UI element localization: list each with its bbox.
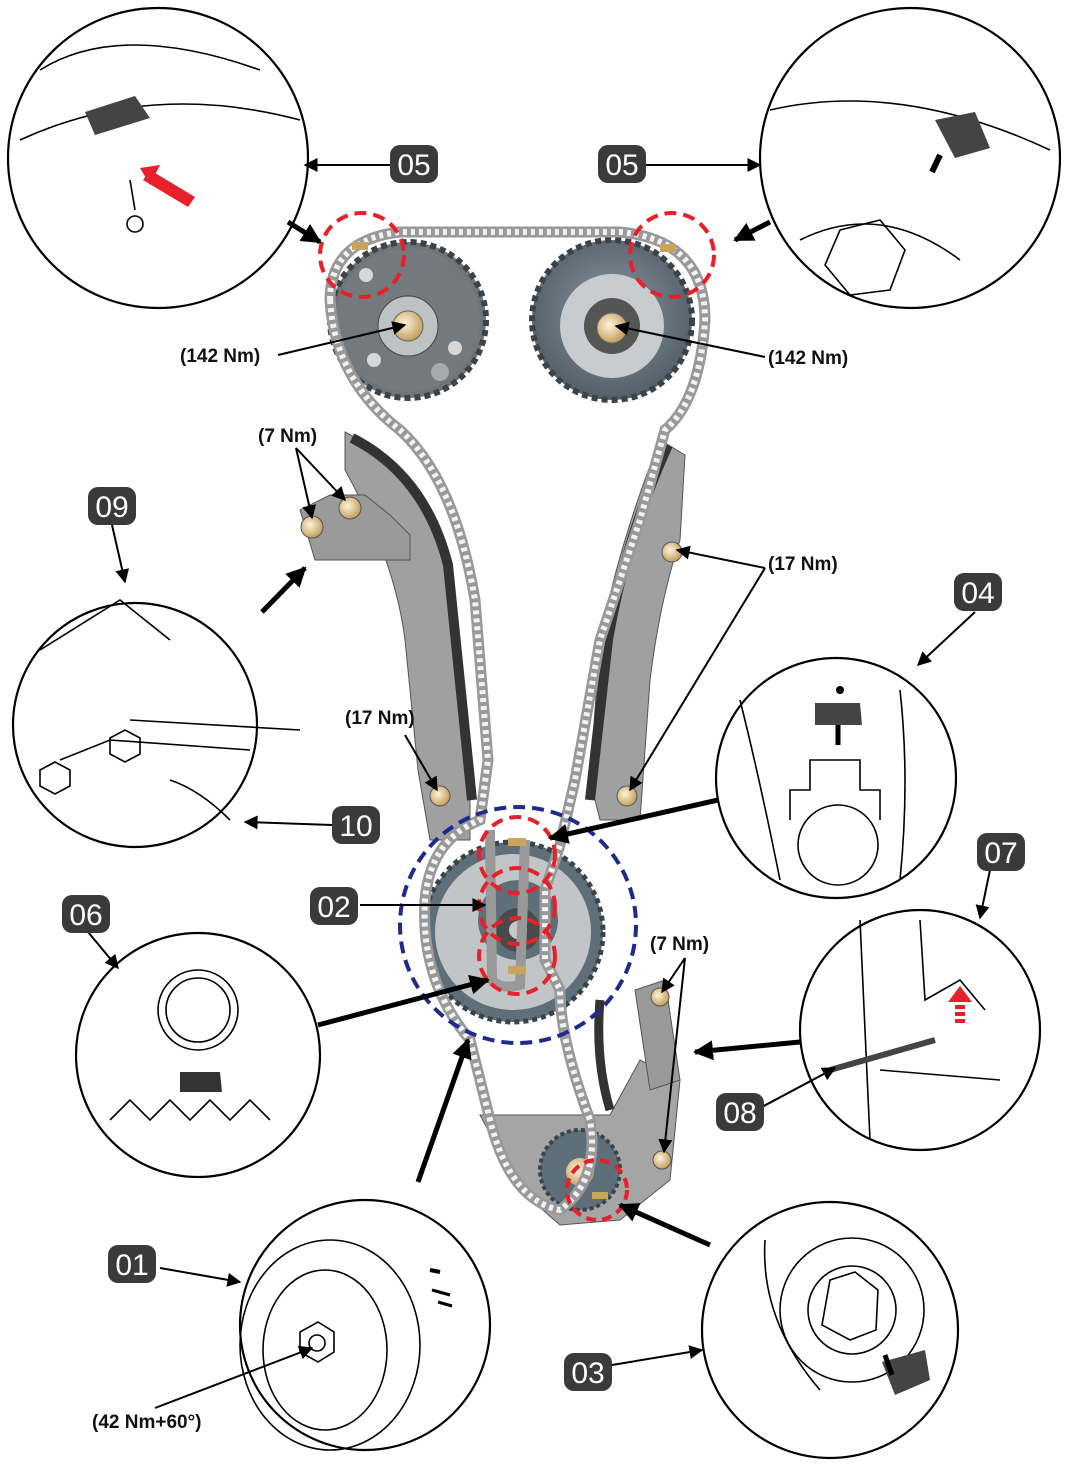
detail-05-intake: [6, 6, 310, 310]
svg-text:04: 04: [961, 577, 994, 610]
callout-badge-10: 10: [332, 806, 380, 844]
detail-09-tensioner: [11, 599, 301, 849]
torque-label-left-guide: (17 Nm): [345, 708, 415, 729]
torque-label-right-guide: (17 Nm): [768, 554, 838, 575]
detail-07-oil-tensioner: [798, 908, 1042, 1152]
right-guide-bolt: [616, 785, 638, 807]
callout-badge-08: 08: [716, 1093, 764, 1131]
callout-badge-07: 07: [977, 833, 1025, 871]
timing-mark-circle: [565, 1158, 629, 1222]
callout-badge-02: 02: [310, 887, 358, 925]
callout-badge-06: 06: [62, 895, 110, 933]
svg-text:10: 10: [339, 810, 372, 843]
callout-badge-05-right: 05: [598, 145, 646, 183]
svg-text:02: 02: [317, 891, 350, 924]
torque-label-exhaust-cam: (142 Nm): [768, 348, 848, 369]
svg-text:09: 09: [95, 491, 128, 524]
timing-mark-circle: [477, 916, 557, 996]
tensioner-bolt: [338, 496, 362, 520]
svg-text:03: 03: [571, 1357, 604, 1390]
timing-mark-circle: [318, 211, 406, 299]
detail-06-crank-bottom: [74, 931, 322, 1179]
crank-area-circle: [398, 805, 638, 1045]
main-assembly: [299, 211, 716, 1226]
timing-mark-circle: [477, 815, 557, 895]
torque-label-tensioner: (7 Nm): [258, 426, 317, 447]
torque-label-damper: (42 Nm+60°): [92, 1412, 202, 1433]
timing-mark-circle: [628, 211, 716, 299]
callout-badge-05-left: 05: [390, 145, 438, 183]
detail-05-exhaust: [758, 6, 1062, 310]
right-guide-bolt: [661, 541, 683, 563]
svg-text:07: 07: [984, 837, 1017, 870]
svg-text:05: 05: [605, 149, 638, 182]
oil-pump-tensioner: [634, 979, 681, 1091]
torque-label-oil-tensioner: (7 Nm): [650, 934, 709, 955]
detail-04-crank-top: [714, 656, 958, 900]
left-guide-bolt: [429, 785, 451, 807]
callout-badge-03: 03: [564, 1353, 612, 1391]
callout-badge-01: 01: [108, 1245, 156, 1283]
svg-text:06: 06: [69, 899, 102, 932]
torque-label-intake-cam: (142 Nm): [180, 346, 260, 367]
detail-01-damper-pulley: [238, 1198, 492, 1452]
callout-badge-09: 09: [88, 487, 136, 525]
right-chain-guide: [589, 439, 686, 821]
svg-text:01: 01: [115, 1249, 148, 1282]
oil-tensioner-bolt: [650, 987, 670, 1007]
svg-text:05: 05: [397, 149, 430, 182]
svg-text:08: 08: [723, 1097, 756, 1130]
leader-lines: [87, 158, 991, 1409]
callout-badge-04: 04: [954, 573, 1002, 611]
detail-03-oil-pump: [700, 1200, 960, 1460]
oil-tensioner-bolt: [652, 1150, 672, 1170]
tensioner-bolt: [300, 515, 324, 539]
